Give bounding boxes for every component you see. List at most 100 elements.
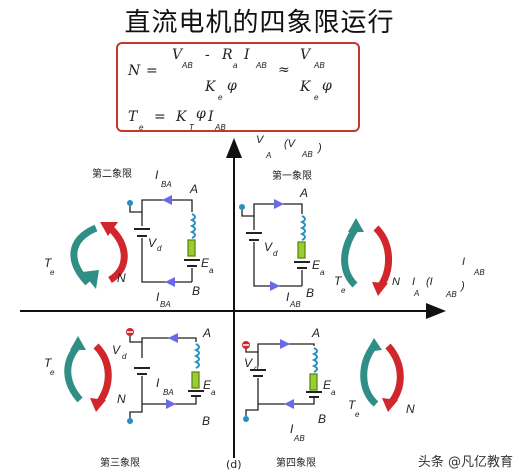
formula-eq2: = [154,109,166,125]
formula-K2-sub: e [314,93,319,102]
q4-terminal-bottom [243,416,249,422]
q3-Te-sub: e [50,368,55,377]
q1-Ea-sub: a [320,268,325,277]
q2-Te-label: T [44,256,52,270]
q2-A-label: A [190,182,199,196]
q3-torque-arrow [64,343,83,403]
q3-circuit [126,328,204,424]
x-axis-label: N [392,276,400,288]
q1-resistor [297,241,306,259]
q1-I-sub: AB [290,300,301,309]
page-title: 直流电机的四象限运行 [124,8,395,38]
y-axis-close: ) [318,142,322,154]
q2-Te-sub: e [50,268,55,277]
q4-resistor [309,373,318,391]
q2-Vd-label: V [148,236,157,250]
formula-I2-sub: AB [215,123,226,132]
quadrant-1-label: 第一象限 [272,171,312,182]
q2-current-arrow-bottom [165,277,175,287]
q4-torque-arrowhead [366,338,382,352]
q4-N-label: N [406,402,415,416]
q4-Te-sub: e [355,410,360,419]
formula-box [116,42,360,132]
formula-R: R [222,47,233,63]
formula-V: V [172,47,183,63]
q3-Ea-sub: a [211,388,216,397]
x-axis-arrowhead [426,303,446,319]
q2-Ea-label: E [201,256,210,270]
y-axis-arrowhead [226,138,242,158]
formula-R-sub: a [233,61,238,70]
q3-wire-top [141,337,197,342]
formula-minus: - [205,47,210,63]
q1-Vd-sub: d [273,249,278,258]
x-axis-close: ) [461,280,465,292]
q1-coil [299,215,306,241]
q4-circuit [242,339,322,422]
formula-K: K [205,79,216,95]
q4-A-label: A [312,326,321,340]
q2-wire-top-left [129,206,143,226]
formula-V2: V [300,47,311,63]
q3-resistor [191,371,200,389]
q3-A-label: A [203,326,212,340]
q2-speed-arrowhead [100,222,118,236]
q3-wire-top-left [129,336,143,358]
q4-B-label: B [318,412,327,426]
q2-torque-arrowhead [82,270,99,289]
q3-speed-arrowhead [90,398,106,412]
q1-speed-arrowhead [372,282,388,296]
q3-terminal-bottom [127,418,133,424]
q4-current-arrow-top [280,339,290,349]
q2-I-bottom-sub: BA [160,300,171,309]
q2-wire-bottom [141,238,192,283]
q1-terminal-top [239,204,245,210]
q1-wire-bottom [253,242,302,287]
q1-I-label: I [286,290,290,304]
q1-Ea-label: E [312,258,321,272]
q2-coil [189,213,196,239]
quadrant-2-label: 第二象限 [92,169,132,180]
q3-N-label: N [117,392,126,406]
q1-wire-top-left [241,210,255,230]
q2-torque-arrow [70,224,98,286]
q4-I-sub: AB [294,434,305,443]
y-axis-label: V [256,134,264,146]
x-axis-label-I: I [412,276,416,288]
q4-coil [311,347,318,373]
formula-phi2: φ [322,78,332,94]
q4-torque-arrow [360,343,379,407]
q3-speed-arrow [93,343,112,407]
x-axis-extra-I: I [462,256,466,268]
q4-Ea-sub: a [331,388,336,397]
q2-circuit [127,195,200,287]
formula-T: T [128,109,138,125]
q4-Vd-label: V [244,356,253,370]
y-axis-paren: (V [284,138,295,150]
q3-Te-label: T [44,356,52,370]
q1-Te-sub: e [341,286,346,295]
q3-wire-bottom [142,396,197,405]
formula-I-sub: AB [256,61,267,70]
q2-I-label: I [155,168,159,182]
watermark: 头条 @凡亿教育 [417,455,513,470]
q4-speed-arrowhead [382,398,398,412]
formula-phi3: φ [196,106,206,122]
q3-I-label: I [156,376,160,390]
formula-V2-sub: AB [314,61,325,70]
q3-coil [193,343,200,369]
formula-I: I [244,47,250,63]
q2-I-sub: BA [161,180,172,189]
q3-I-sub: BA [163,388,174,397]
q3-Vd-label: V [112,343,121,357]
q2-speed-arrow [107,225,128,283]
formula-K-sub: e [218,93,223,102]
q4-I-label: I [290,422,294,436]
q1-torque-arrow [341,225,359,288]
y-axis-paren-sub: AB [302,150,313,159]
x-axis-sub-A: A [414,289,420,298]
formula-KT: K [176,109,187,125]
x-axis-extra-sub: AB [474,268,485,277]
y-axis-label-sub: A [266,151,272,160]
